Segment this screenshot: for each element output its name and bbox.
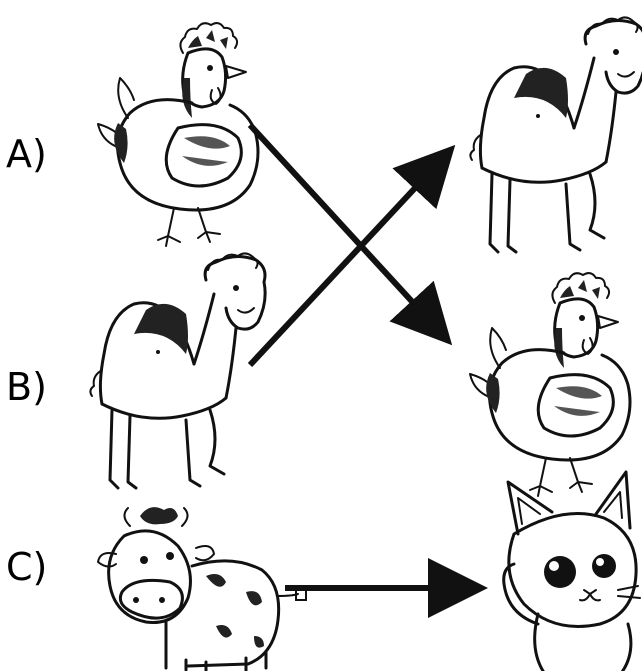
camel-icon: [88, 251, 267, 490]
arrow-b-to-camel: [247, 144, 456, 368]
rooster-icon: [468, 271, 632, 498]
row-label-c: C): [6, 545, 47, 589]
rooster-icon: [96, 21, 260, 248]
camel-icon: [468, 15, 642, 254]
row-label-b: B): [6, 365, 47, 409]
arrow-a-to-rooster: [247, 122, 453, 346]
cow-icon: [96, 505, 308, 671]
cat-icon: [502, 470, 642, 671]
row-label-a: A): [6, 132, 47, 176]
